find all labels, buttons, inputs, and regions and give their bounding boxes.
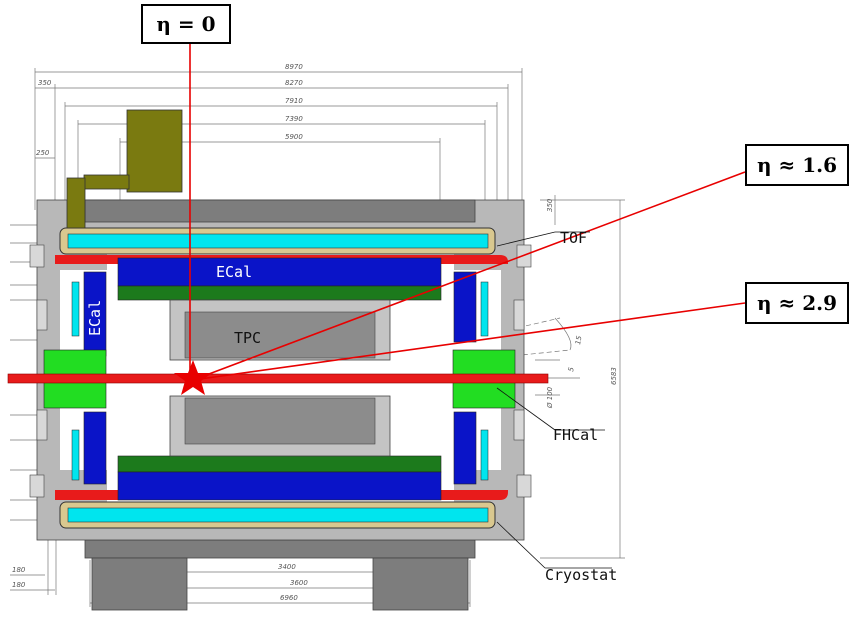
dim-5900: 5900 [285,133,303,141]
label-fhcal: FHCal [553,426,598,444]
dim-6583: 6583 [610,367,618,385]
cryo-chimney [66,109,183,229]
eta-2-9-box: η ≈ 2.9 [745,282,849,324]
eta-lines [189,44,746,381]
dim-350-right: 350 [546,198,554,212]
dim-6960: 6960 [280,594,298,602]
label-ecal-barrel: ECal [216,263,252,281]
label-tpc: TPC [234,329,261,347]
cryostat-vessels [59,227,496,529]
interaction-point-star [174,360,212,395]
label-ecal-endcap: ECal [86,300,104,336]
dim-180-a: 180 [12,566,26,574]
dimension-labels: 8970 8270 7910 7390 5900 350 250 1100 35… [12,63,618,602]
ecal-endcaps: ECal [71,271,489,485]
label-leaders [496,231,612,569]
dim-angle-15: 15 [574,335,584,346]
dim-7390: 7390 [285,115,303,123]
dim-350: 350 [38,79,52,87]
dim-angle-5: 5 [567,366,576,372]
ecal-barrel: ECal [117,257,442,501]
dim-250: 250 [36,149,50,157]
eta-1-6-box: η ≈ 1.6 [745,144,849,186]
dim-8970: 8970 [285,63,303,71]
dim-3600: 3600 [290,579,308,587]
dim-8270: 8270 [285,79,303,87]
beam-pipe [7,373,549,384]
dim-diameter-100: Ø 100 [546,386,554,409]
support-stand [84,539,476,611]
dim-180-b: 180 [12,581,26,589]
label-cryostat: Cryostat [545,566,617,584]
tpc: TPC [169,299,391,457]
dim-3400: 3400 [278,563,296,571]
eta-zero-box: η = 0 [141,4,231,44]
label-tof: TOF [560,229,587,247]
dim-7910: 7910 [285,97,303,105]
